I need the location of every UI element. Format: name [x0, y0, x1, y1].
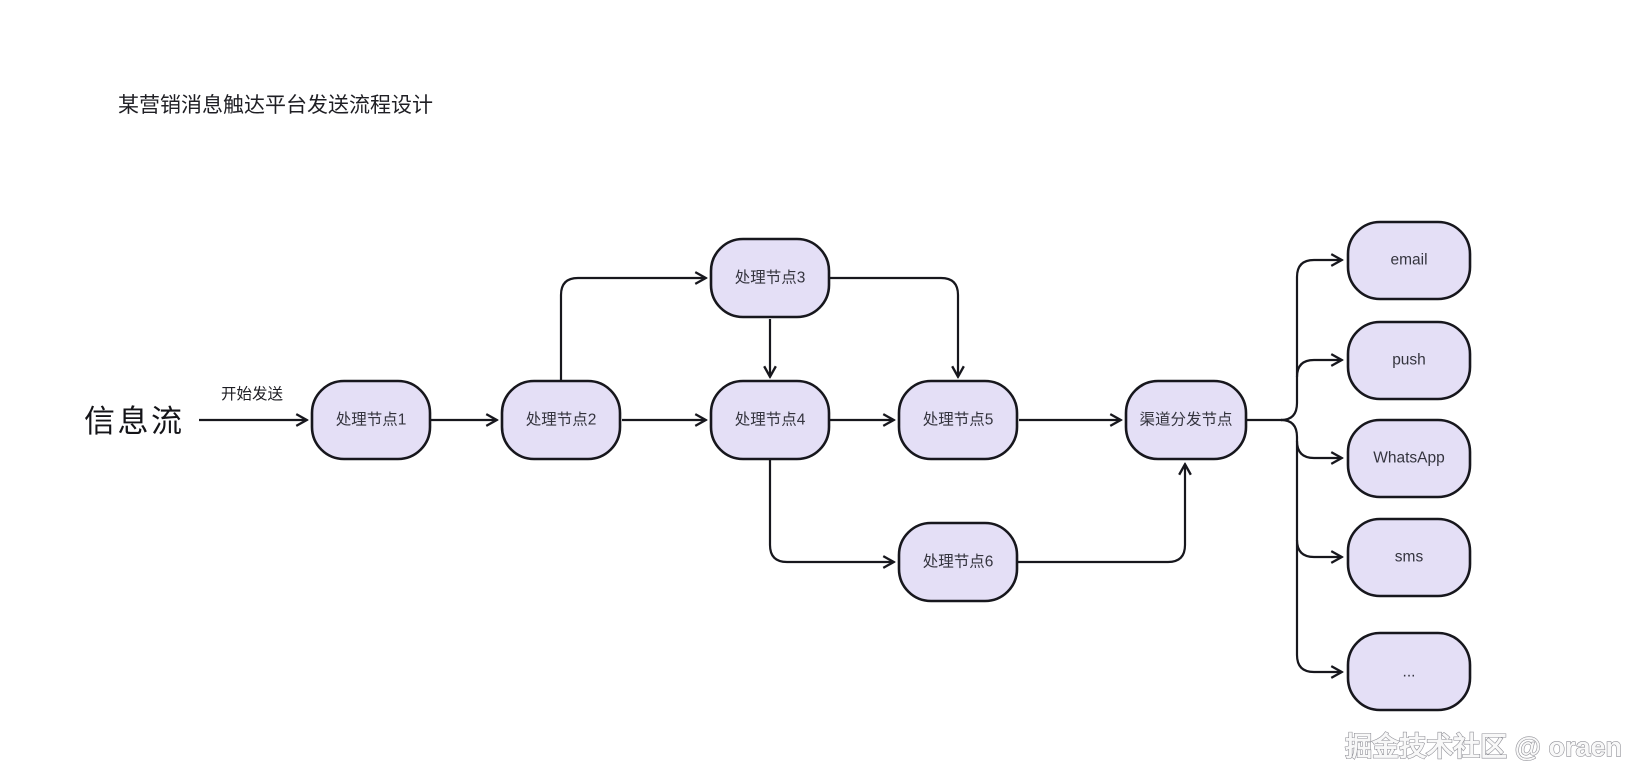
edge-n4-n6 [768, 460, 892, 562]
source-label: 信息流 [84, 404, 185, 439]
node-process-3: 处理节点3 [709, 237, 831, 319]
node-channel-email: email [1346, 220, 1472, 301]
node-process-2-label: 处理节点2 [526, 411, 597, 429]
node-process-3-label: 处理节点3 [735, 269, 806, 287]
node-process-4-label: 处理节点4 [735, 411, 806, 429]
edge-n3-n5 [830, 276, 958, 375]
node-channel-sms: sms [1346, 517, 1472, 598]
node-process-5-label: 处理节点5 [923, 411, 994, 429]
edge-layer [199, 260, 1340, 672]
node-process-2: 处理节点2 [500, 379, 622, 461]
edge-n2-n3 [559, 278, 704, 380]
node-channel-push: push [1346, 320, 1472, 401]
node-channel-push-label: push [1392, 352, 1426, 369]
node-channel-dispatch-label: 渠道分发节点 [1139, 411, 1232, 429]
node-process-1-label: 处理节点1 [336, 411, 407, 429]
node-channel-more: ... [1346, 631, 1472, 712]
edge-n6-dispatch [1018, 466, 1185, 564]
edge-dispatch-push [1295, 360, 1340, 378]
edge-dispatch-more [1280, 418, 1340, 672]
edge-dispatch-email [1280, 260, 1340, 422]
node-process-6-label: 处理节点6 [923, 553, 994, 571]
node-channel-dispatch: 渠道分发节点 [1124, 379, 1248, 461]
node-process-1: 处理节点1 [310, 379, 432, 461]
node-process-6: 处理节点6 [897, 521, 1019, 603]
watermark: 掘金技术社区 @ oraen [1345, 731, 1622, 762]
node-channel-whatsapp: WhatsApp [1346, 418, 1472, 499]
node-process-5: 处理节点5 [897, 379, 1019, 461]
diagram-title: 某营销消息触达平台发送流程设计 [118, 94, 433, 117]
node-channel-more-label: ... [1403, 664, 1416, 681]
node-channel-whatsapp-label: WhatsApp [1373, 450, 1445, 467]
edge-label-start: 开始发送 [221, 385, 284, 403]
node-channel-email-label: email [1390, 252, 1427, 269]
node-process-4: 处理节点4 [709, 379, 831, 461]
node-layer: 处理节点1 处理节点2 处理节点3 处理节点4 处理节点5 处理节点6 [310, 220, 1472, 712]
edge-dispatch-sms [1295, 539, 1340, 557]
edge-dispatch-whatsapp [1295, 440, 1340, 458]
node-channel-sms-label: sms [1395, 549, 1424, 566]
